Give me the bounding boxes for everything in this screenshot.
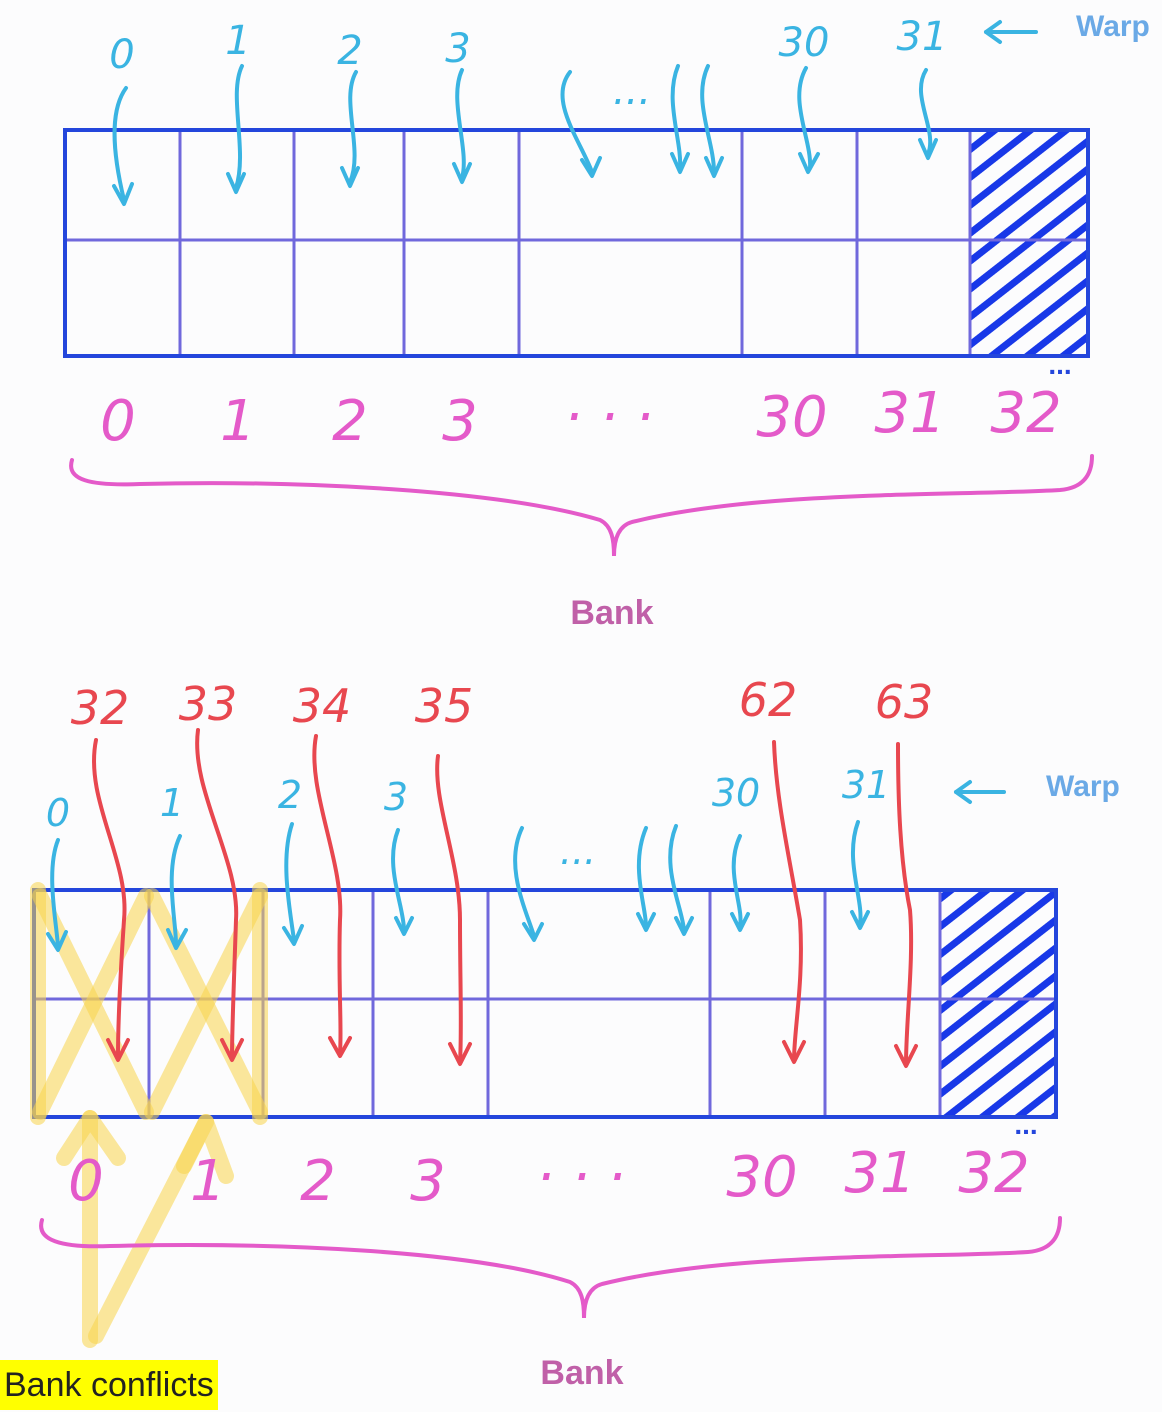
top-thread-label: 0	[109, 32, 134, 78]
bottom-memory-grid	[32, 888, 1058, 1119]
top-diagram: 0 1 2 3 30 31 ... Warp 0 1 2 3	[63, 10, 1150, 632]
bank-conflict-highlight	[30, 882, 268, 1348]
bottom-bank-label: 30	[726, 1145, 797, 1210]
bottom-bank-ellipsis: . . .	[539, 1129, 628, 1194]
thread-arrow	[312, 734, 343, 1054]
second-thread-arrows	[92, 728, 918, 1068]
top-bank-more: ...	[1048, 349, 1071, 380]
top-bank-label: 32	[990, 381, 1061, 446]
top-thread-label: 3	[445, 26, 470, 72]
bottom-thread-ellipsis: ...	[560, 829, 596, 873]
thread-arrow	[169, 834, 182, 946]
thread-arrow	[896, 742, 914, 1066]
top-bank-label: 1	[220, 389, 256, 454]
top-bank-label: 0	[100, 389, 136, 454]
top-thread-label: 30	[779, 20, 830, 66]
bottom-thread-label: 3	[384, 775, 408, 819]
top-memory-grid	[63, 128, 1090, 358]
thread-arrow	[560, 70, 594, 174]
top-thread-arrows	[112, 20, 1038, 206]
bottom-diagram: 32 33 34 35 62 63 0 1 2 3 30 31 ...	[30, 673, 1120, 1392]
thread-arrow	[348, 70, 358, 184]
second-thread-label: 32	[71, 681, 130, 735]
bottom-bank-label: 31	[844, 1141, 915, 1206]
thread-arrow	[112, 86, 128, 202]
bottom-warp-label: Warp	[1046, 770, 1120, 803]
bottom-thread-label: 31	[842, 763, 890, 807]
thread-arrow	[731, 834, 743, 928]
thread-arrow	[92, 738, 127, 1058]
bottom-bank-word: Bank	[540, 1354, 623, 1392]
bottom-hatched-cell	[940, 890, 1056, 1117]
thread-arrow	[234, 64, 244, 190]
bottom-bank-label: 3	[410, 1149, 446, 1214]
second-thread-label: 62	[739, 673, 798, 727]
bottom-thread-label: 0	[46, 791, 70, 835]
thread-arrow	[700, 64, 716, 174]
second-thread-label: 35	[415, 679, 474, 733]
bottom-bank-label: 2	[300, 1149, 336, 1214]
thread-arrow	[513, 826, 536, 938]
top-bank-label: 3	[442, 389, 478, 454]
bottom-thread-label: 1	[160, 781, 184, 825]
top-warp-label: Warp	[1076, 10, 1150, 43]
thread-arrow	[772, 740, 803, 1062]
top-thread-ellipsis: ...	[613, 68, 651, 114]
bottom-bank-label: 0	[68, 1149, 104, 1214]
bottom-bank-brace	[39, 1216, 1062, 1319]
thread-arrow	[455, 68, 466, 180]
bottom-bank-label: 32	[958, 1141, 1029, 1206]
thread-arrow	[435, 754, 463, 1064]
top-bank-label: 31	[874, 381, 945, 446]
thread-arrow	[668, 824, 686, 932]
bottom-thread-arrows	[46, 780, 1006, 952]
thread-arrow	[636, 826, 648, 928]
top-thread-label: 31	[897, 14, 948, 60]
bottom-bank-label: 1	[190, 1149, 226, 1214]
bank-conflicts-label: Bank conflicts	[0, 1360, 218, 1410]
thread-arrow	[284, 822, 296, 942]
top-thread-label: 1	[225, 18, 250, 64]
bottom-thread-label: 30	[712, 771, 760, 815]
thread-arrow	[919, 68, 933, 156]
thread-arrow	[391, 828, 406, 932]
bottom-bank-more: ...	[1014, 1109, 1037, 1140]
top-bank-brace	[69, 454, 1094, 557]
thread-arrow	[50, 838, 60, 948]
thread-arrow	[850, 820, 863, 926]
top-bank-label: 2	[332, 389, 368, 454]
thread-arrow	[195, 728, 239, 1058]
second-thread-label: 34	[293, 679, 352, 733]
top-hatched-cell	[970, 130, 1088, 356]
top-thread-label: 2	[337, 28, 362, 74]
top-bank-ellipsis: . . .	[567, 369, 656, 434]
thread-arrow	[797, 66, 813, 170]
second-thread-label: 63	[875, 675, 934, 729]
bottom-thread-label: 2	[278, 773, 302, 817]
thread-arrow	[670, 64, 683, 170]
top-bank-label: 30	[756, 385, 827, 450]
top-bank-word: Bank	[570, 594, 653, 632]
second-thread-label: 33	[179, 677, 238, 731]
